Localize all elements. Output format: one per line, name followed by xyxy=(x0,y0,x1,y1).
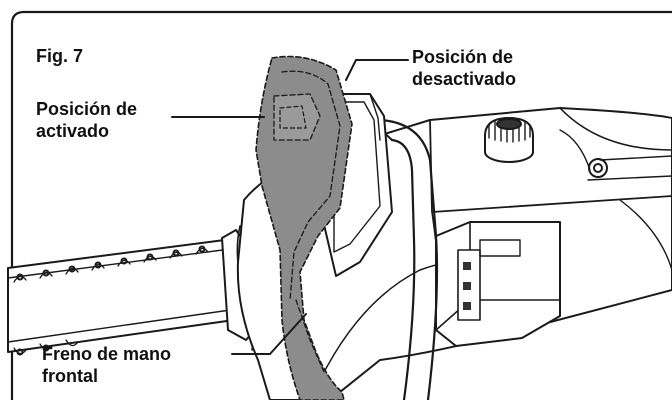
label-activated-position: Posición de activado xyxy=(36,98,137,142)
guide-bar xyxy=(7,237,249,356)
brake-guard-activated xyxy=(255,55,353,400)
label-line: Freno de mano xyxy=(42,344,172,364)
label-line: Posición de xyxy=(412,47,514,67)
label-line: desactivado xyxy=(412,69,517,89)
power-connector xyxy=(435,221,561,347)
label-front-hand-brake: Freno de mano frontal xyxy=(42,343,171,387)
leader-front-brake xyxy=(231,313,307,355)
figure-border xyxy=(10,10,672,400)
leader-deactivated xyxy=(345,59,409,81)
label-line: Posición de xyxy=(36,99,138,119)
figure-label: Fig. 7 xyxy=(36,46,84,66)
label-line: activado xyxy=(36,121,110,141)
oil-cap xyxy=(484,117,534,163)
label-line: frontal xyxy=(42,366,98,386)
label-deactivated-position: Posición de desactivado xyxy=(412,46,516,90)
